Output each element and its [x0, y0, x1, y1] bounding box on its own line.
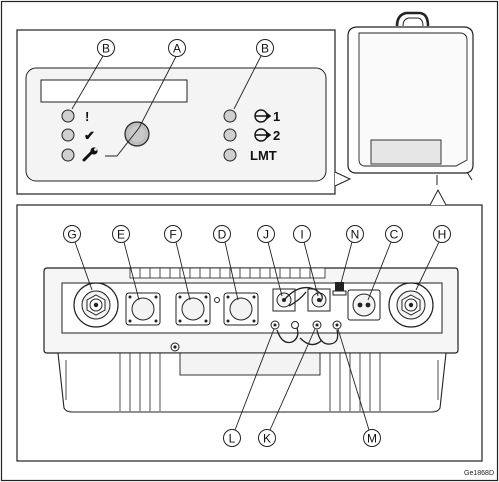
svg-text:K: K: [263, 432, 271, 446]
led-port-1: [223, 109, 237, 123]
callout-f: F: [164, 225, 191, 301]
device-lower-body: [57, 352, 447, 413]
connector-d: [223, 292, 259, 326]
display-window: [40, 79, 188, 103]
led-column-right: 1 2 LMT: [223, 109, 280, 163]
alarm-symbol: !: [85, 109, 89, 124]
connector-m: [332, 320, 342, 330]
connector-f: [175, 292, 211, 326]
antenna-connector-h: [388, 282, 434, 328]
svg-text:N: N: [351, 228, 360, 242]
callout-a: A: [105, 39, 186, 157]
svg-text:E: E: [117, 228, 125, 242]
connector-panel-detail: G E F D J I N: [16, 188, 483, 462]
callout-e: E: [112, 225, 140, 301]
callout-i: I: [293, 225, 319, 297]
svg-text:D: D: [218, 228, 227, 242]
led-alarm: [61, 109, 75, 123]
connector-n: [332, 282, 347, 296]
svg-text:B: B: [102, 42, 110, 56]
figure-code: Ge1868D: [464, 470, 494, 477]
callout-n: N: [340, 225, 364, 284]
svg-text:L: L: [229, 432, 236, 446]
port-label-1: 1: [273, 109, 280, 124]
svg-text:G: G: [67, 228, 76, 242]
connector-e: [125, 292, 161, 326]
callout-l: L: [223, 328, 275, 447]
callout-c: C: [367, 225, 403, 301]
cooling-fins-bottom: [119, 353, 381, 411]
svg-text:C: C: [390, 228, 399, 242]
zoom-connector-top: [334, 171, 352, 187]
callout-j: J: [257, 225, 283, 297]
svg-text:A: A: [173, 42, 181, 56]
callout-h: H: [415, 225, 451, 291]
wrench-icon: [82, 147, 98, 162]
connector-k: [312, 320, 322, 330]
svg-text:B: B: [261, 42, 269, 56]
callout-d: D: [213, 225, 239, 301]
callout-b-left: B: [71, 39, 115, 110]
device-thumbnail: [347, 11, 474, 185]
led-column-left: ! ✔: [61, 109, 98, 162]
zoom-connector-bottom: [429, 188, 447, 206]
lmt-label: LMT: [250, 148, 277, 163]
svg-text:M: M: [367, 432, 377, 446]
port-label-2: 2: [273, 128, 280, 143]
svg-text:H: H: [438, 228, 447, 242]
led-lmt: [223, 148, 237, 162]
svg-text:J: J: [263, 228, 269, 242]
led-ok: [61, 128, 75, 142]
cooling-fins-top: [139, 268, 311, 278]
ok-symbol: ✔: [84, 128, 95, 143]
callout-g: G: [63, 225, 93, 291]
connector-l: [270, 320, 280, 330]
led-panel-detail: ! ✔ 1 2 LM: [16, 29, 352, 195]
callout-m: M: [337, 328, 381, 447]
port-arrow-icon-2: [254, 128, 272, 142]
svg-text:I: I: [300, 228, 303, 242]
connector-i: [307, 288, 331, 312]
callout-k: K: [258, 328, 316, 447]
led-maintenance: [61, 148, 75, 162]
led-port-2: [223, 128, 237, 142]
antenna-connector-g: [73, 282, 119, 328]
port-arrow-icon-1: [254, 109, 272, 123]
svg-text:F: F: [169, 228, 176, 242]
callout-b-right: B: [233, 39, 274, 110]
connector-c: [347, 289, 381, 321]
